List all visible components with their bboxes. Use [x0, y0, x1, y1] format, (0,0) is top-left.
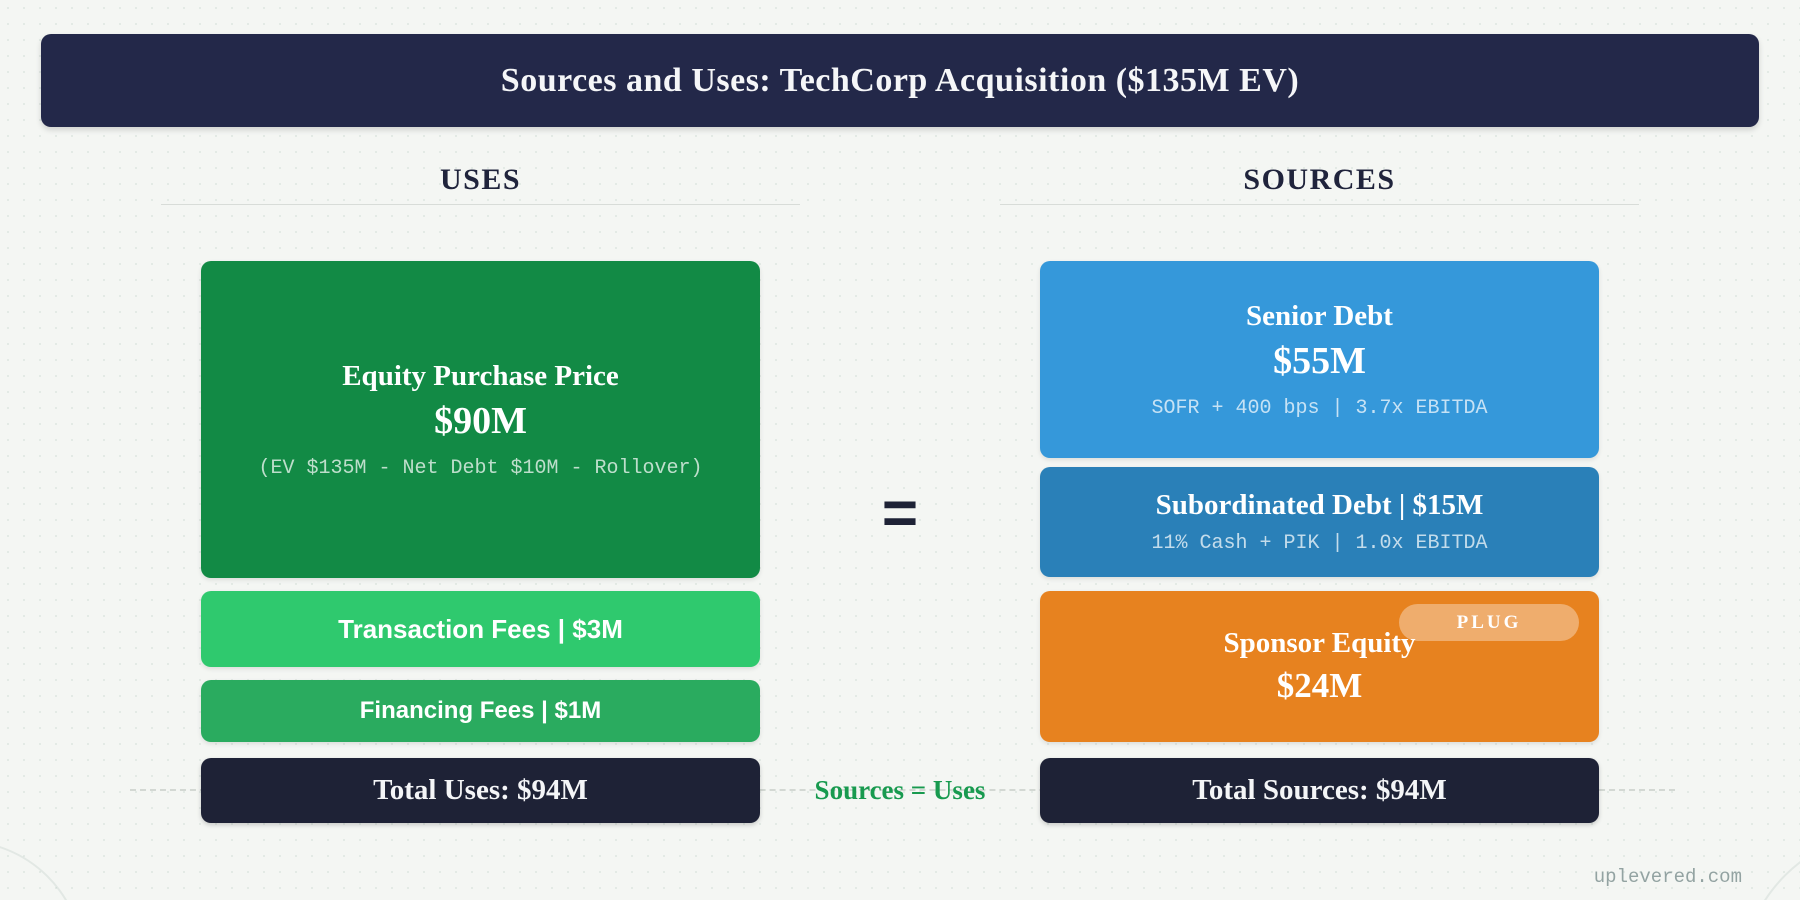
decorative-circle-bottom-left [0, 840, 84, 900]
transaction-fees-label: Transaction Fees | $3M [338, 613, 623, 644]
sponsor-equity-amount: $24M [1276, 666, 1363, 705]
sources-equals-uses-note: Sources = Uses [814, 774, 986, 805]
uses-heading-divider [161, 204, 800, 205]
subordinated-debt-note: 11% Cash + PIK | 1.0x EBITDA [1151, 532, 1488, 555]
equals-sign: = [881, 478, 919, 548]
total-sources-bar: Total Sources: $94M [1040, 758, 1599, 823]
sponsor-equity-title: Sponsor Equity [1223, 627, 1416, 659]
sponsor-equity-box: PLUG Sponsor Equity $24M [1040, 591, 1599, 742]
equity-purchase-price-amount: $90M [434, 399, 527, 442]
watermark: uplevered.com [1593, 866, 1742, 888]
senior-debt-box: Senior Debt $55M SOFR + 400 bps | 3.7x E… [1040, 261, 1599, 458]
senior-debt-title: Senior Debt [1246, 299, 1393, 332]
equity-purchase-price-box: Equity Purchase Price $90M (EV $135M - N… [201, 261, 760, 578]
equity-purchase-price-title: Equity Purchase Price [342, 359, 619, 392]
header-bar: Sources and Uses: TechCorp Acquisition (… [41, 34, 1759, 127]
page-title: Sources and Uses: TechCorp Acquisition (… [500, 61, 1300, 99]
sources-column-heading: SOURCES [1243, 163, 1396, 196]
sources-heading-divider [1000, 204, 1639, 205]
transaction-fees-box: Transaction Fees | $3M [201, 591, 760, 667]
senior-debt-amount: $55M [1273, 339, 1366, 382]
financing-fees-label: Financing Fees | $1M [359, 697, 602, 724]
senior-debt-note: SOFR + 400 bps | 3.7x EBITDA [1151, 396, 1488, 420]
financing-fees-box: Financing Fees | $1M [201, 680, 760, 742]
totals-dashed-connector [130, 789, 1675, 791]
decorative-circle-bottom-right [1740, 830, 1800, 900]
subordinated-debt-box: Subordinated Debt | $15M 11% Cash + PIK … [1040, 467, 1599, 577]
total-uses-bar: Total Uses: $94M [201, 758, 760, 823]
total-sources-label: Total Sources: $94M [1192, 774, 1447, 806]
equity-purchase-price-note: (EV $135M - Net Debt $10M - Rollover) [258, 456, 703, 480]
total-uses-label: Total Uses: $94M [373, 774, 588, 806]
plug-badge: PLUG [1399, 604, 1579, 641]
uses-column-heading: USES [439, 163, 522, 196]
subordinated-debt-title: Subordinated Debt | $15M [1155, 489, 1484, 521]
